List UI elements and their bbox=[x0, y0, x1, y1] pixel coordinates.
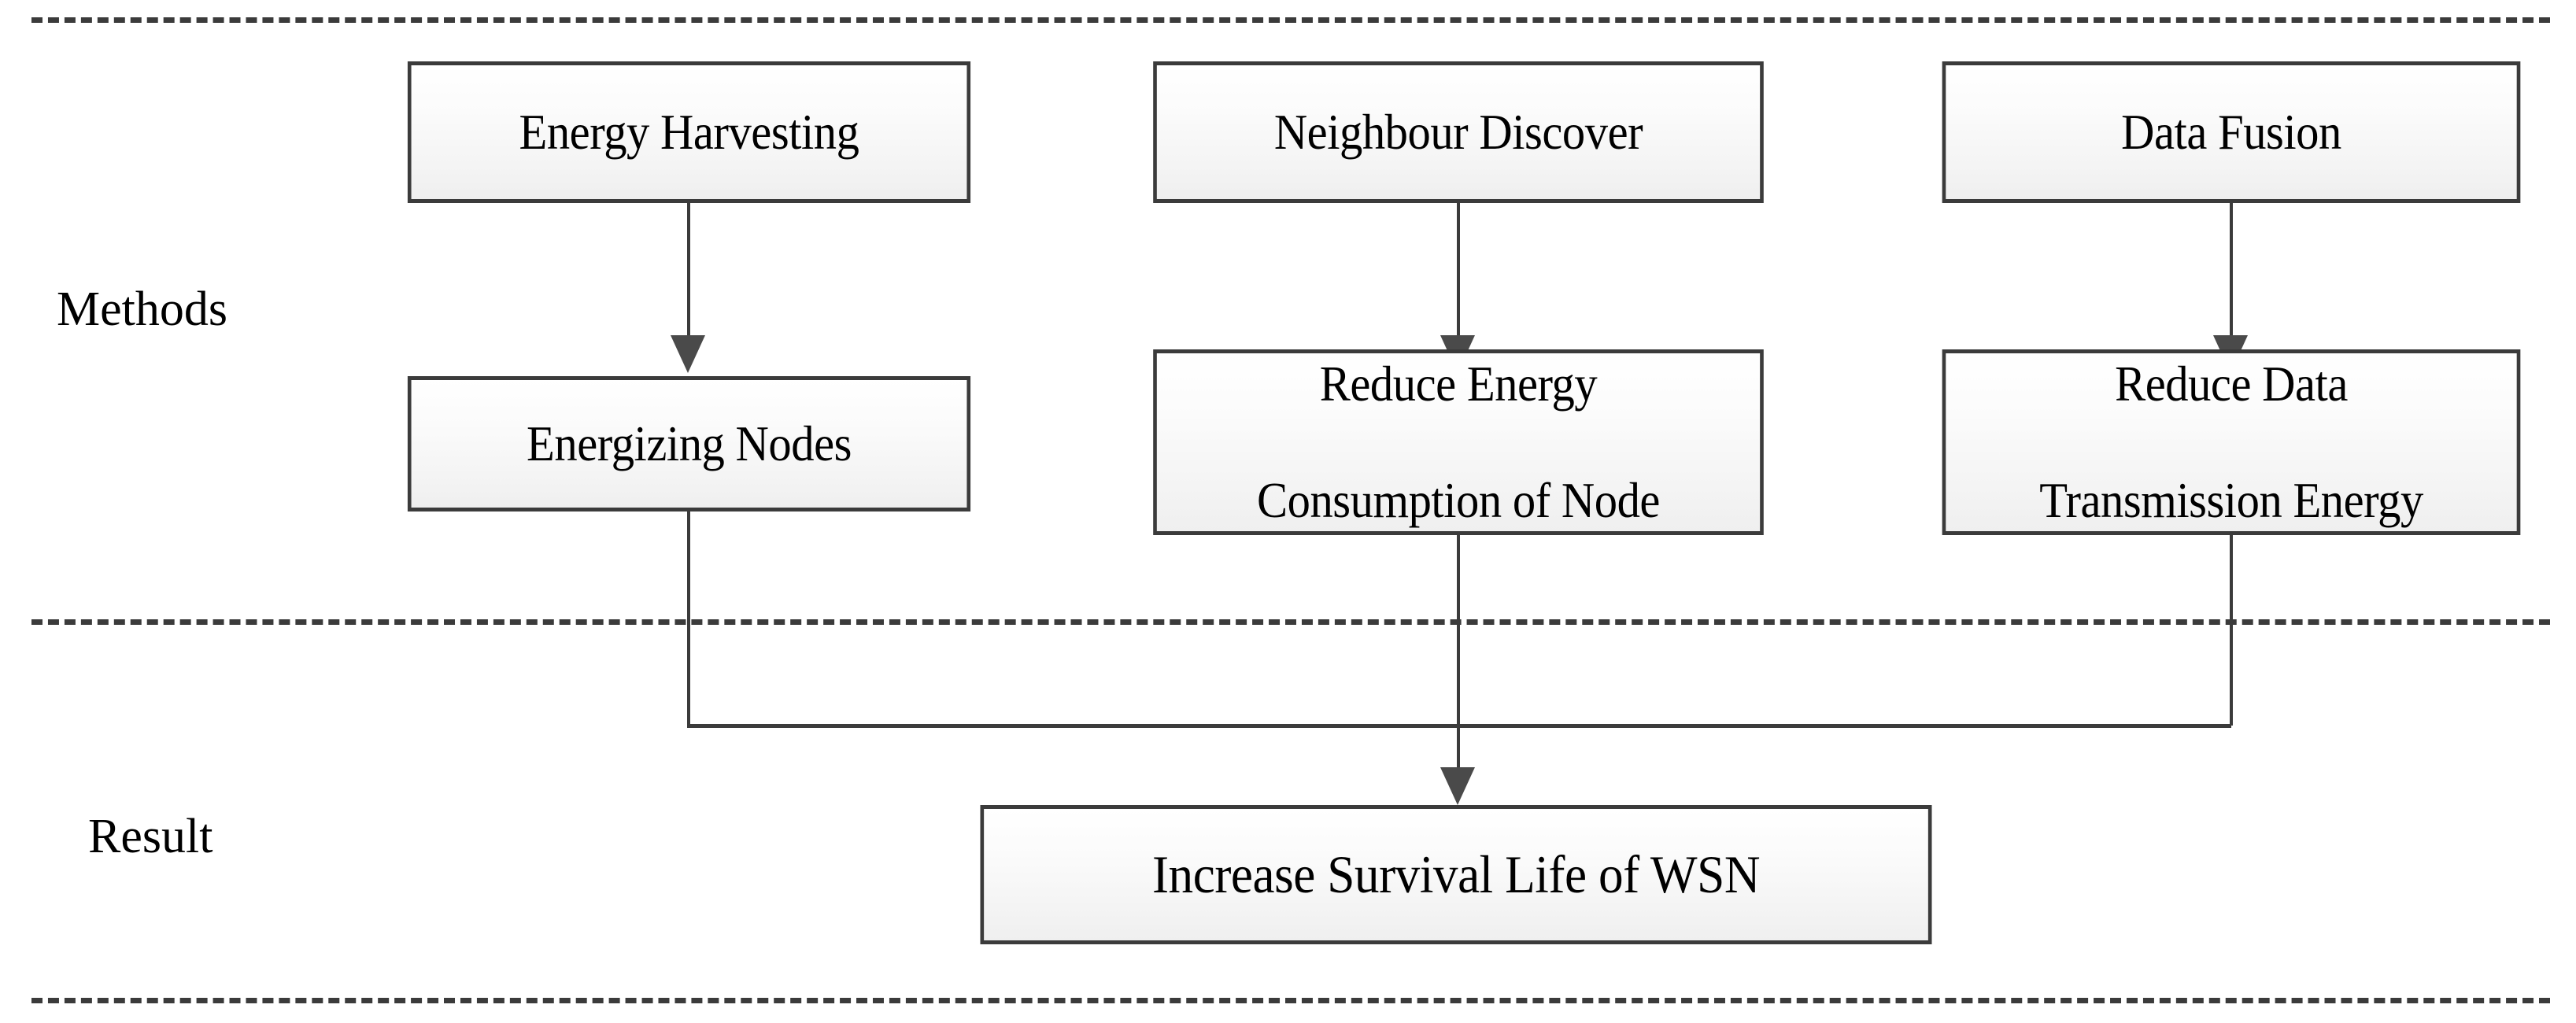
connector-reduce-energy-drop bbox=[1457, 535, 1460, 726]
connector-merge-bar-to-result bbox=[1457, 724, 1460, 767]
connector-reduce-data-drop bbox=[2230, 535, 2233, 726]
node-label-energizing-nodes: Energizing Nodes bbox=[527, 415, 852, 471]
node-box-neighbour-discover[interactable]: Neighbour Discover bbox=[1153, 61, 1764, 203]
node-box-data-fusion[interactable]: Data Fusion bbox=[1942, 61, 2521, 203]
node-label-reduce-data-line2: Transmission Energy bbox=[2039, 473, 2423, 529]
divider-middle-dashed bbox=[31, 619, 2550, 625]
node-label-reduce-data-line1: Reduce Data bbox=[2115, 356, 2348, 412]
node-box-increase-survival-life[interactable]: Increase Survival Life of WSN bbox=[980, 805, 1932, 944]
node-box-energizing-nodes[interactable]: Energizing Nodes bbox=[407, 376, 971, 512]
connector-energy-harvesting-to-energizing-nodes bbox=[687, 203, 690, 335]
connector-energizing-nodes-drop bbox=[687, 512, 690, 726]
divider-top-dashed bbox=[31, 17, 2550, 23]
arrowhead-down-icon-energizing-nodes bbox=[671, 335, 705, 373]
divider-bottom-dashed bbox=[31, 998, 2550, 1003]
node-box-reduce-data-transmission[interactable]: Reduce Data Transmission Energy bbox=[1942, 349, 2521, 535]
node-box-energy-harvesting[interactable]: Energy Harvesting bbox=[407, 61, 971, 203]
node-label-energy-harvesting: Energy Harvesting bbox=[519, 104, 859, 160]
section-label-result: Result bbox=[88, 810, 213, 863]
node-label-increase-survival-life: Increase Survival Life of WSN bbox=[1151, 844, 1761, 905]
connector-data-fusion-to-reduce-data bbox=[2230, 203, 2233, 335]
node-label-reduce-energy: Reduce Energy Consumption of Node bbox=[1257, 355, 1660, 530]
node-label-reduce-energy-line2: Consumption of Node bbox=[1257, 473, 1660, 529]
connector-neighbour-discover-to-reduce-energy bbox=[1457, 203, 1460, 335]
section-label-methods: Methods bbox=[57, 283, 227, 336]
node-label-data-fusion: Data Fusion bbox=[2121, 104, 2341, 160]
node-box-reduce-energy-consumption[interactable]: Reduce Energy Consumption of Node bbox=[1153, 349, 1764, 535]
node-label-reduce-energy-line1: Reduce Energy bbox=[1319, 356, 1598, 412]
node-label-neighbour-discover: Neighbour Discover bbox=[1273, 104, 1643, 160]
node-label-reduce-data: Reduce Data Transmission Energy bbox=[2039, 355, 2423, 530]
arrowhead-down-icon-result bbox=[1440, 767, 1475, 805]
